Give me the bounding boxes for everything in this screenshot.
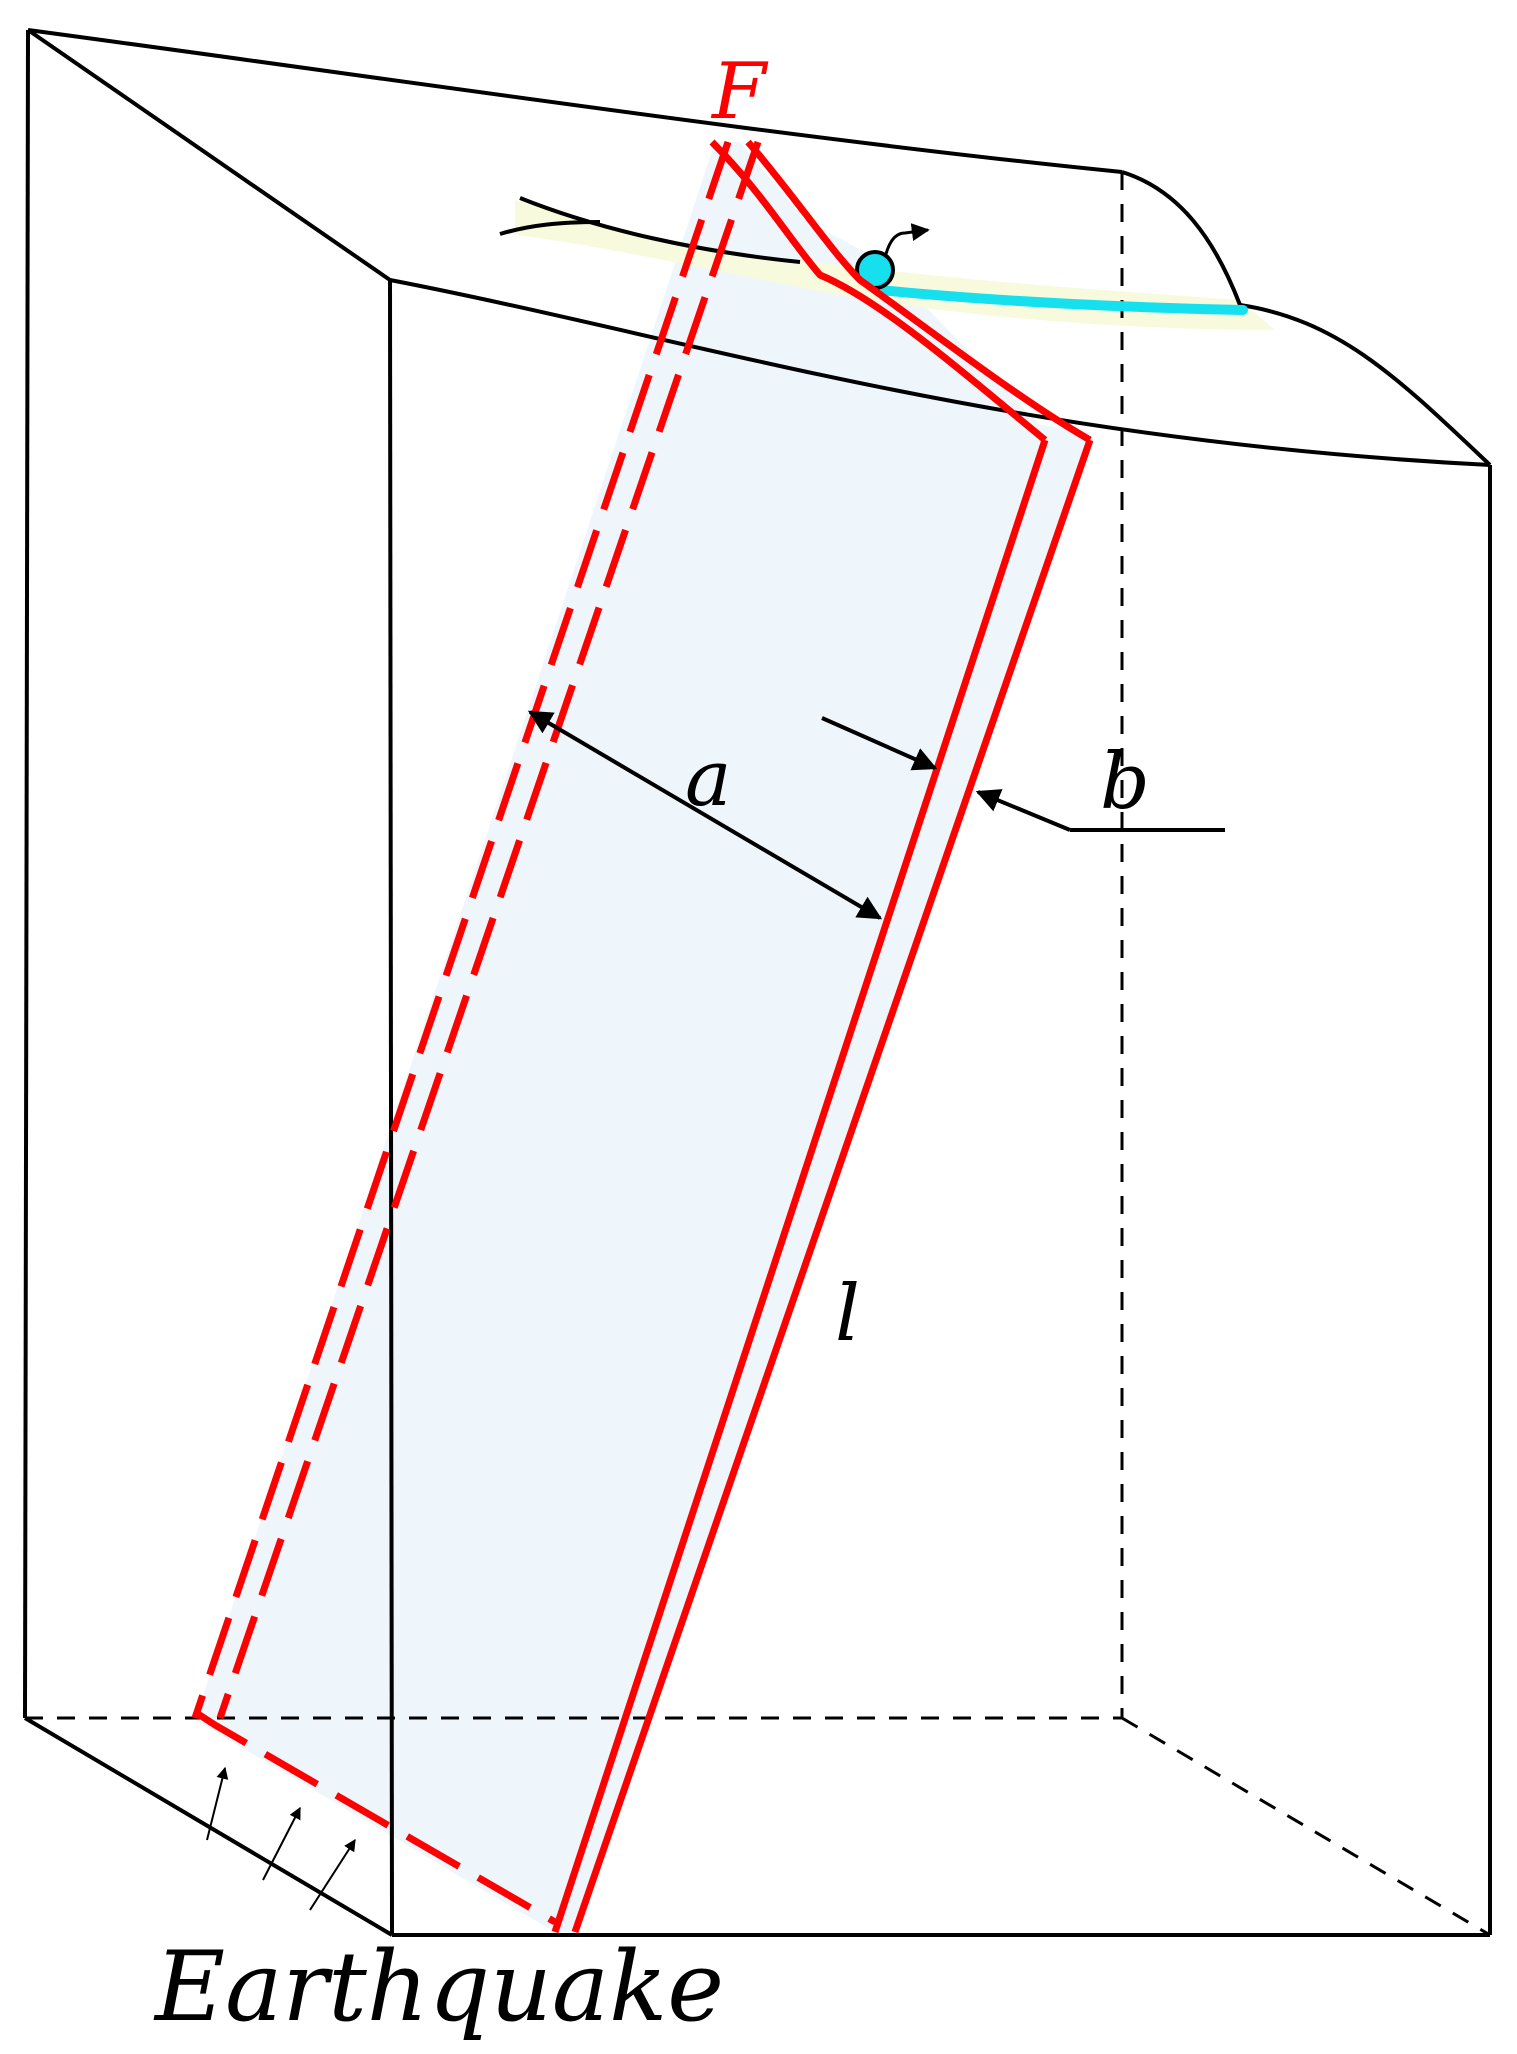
hidden-edges <box>25 172 1491 1937</box>
fault-plane-fill <box>195 142 1090 1932</box>
surface-deformation-band <box>515 200 1275 330</box>
dimension-a-arrow <box>527 710 883 920</box>
length-l-label: l <box>835 1269 860 1359</box>
fault-upper-edge-inner <box>745 139 1092 444</box>
station-marker <box>855 223 930 290</box>
dimension-b-arrows <box>821 716 1225 832</box>
width-a-label: a <box>685 734 732 824</box>
fault-front-edge-2 <box>571 438 1094 1934</box>
fault-boundaries <box>191 139 1094 1934</box>
earthquake-label: Earthquake <box>153 1931 724 2043</box>
width-b-label: b <box>1100 737 1150 827</box>
surface-rupture-trace <box>875 285 1248 315</box>
fault-bottom-edge <box>193 1709 557 1926</box>
fault-front-edge-1 <box>551 438 1049 1934</box>
fault-label: F <box>710 47 769 137</box>
fault-back-edge-1 <box>191 140 732 1720</box>
earthquake-arrows <box>206 1766 356 1911</box>
fault-back-edge-2 <box>216 140 762 1720</box>
fault-upper-edge-outer <box>709 139 1048 443</box>
block-outline <box>23 28 1492 1937</box>
